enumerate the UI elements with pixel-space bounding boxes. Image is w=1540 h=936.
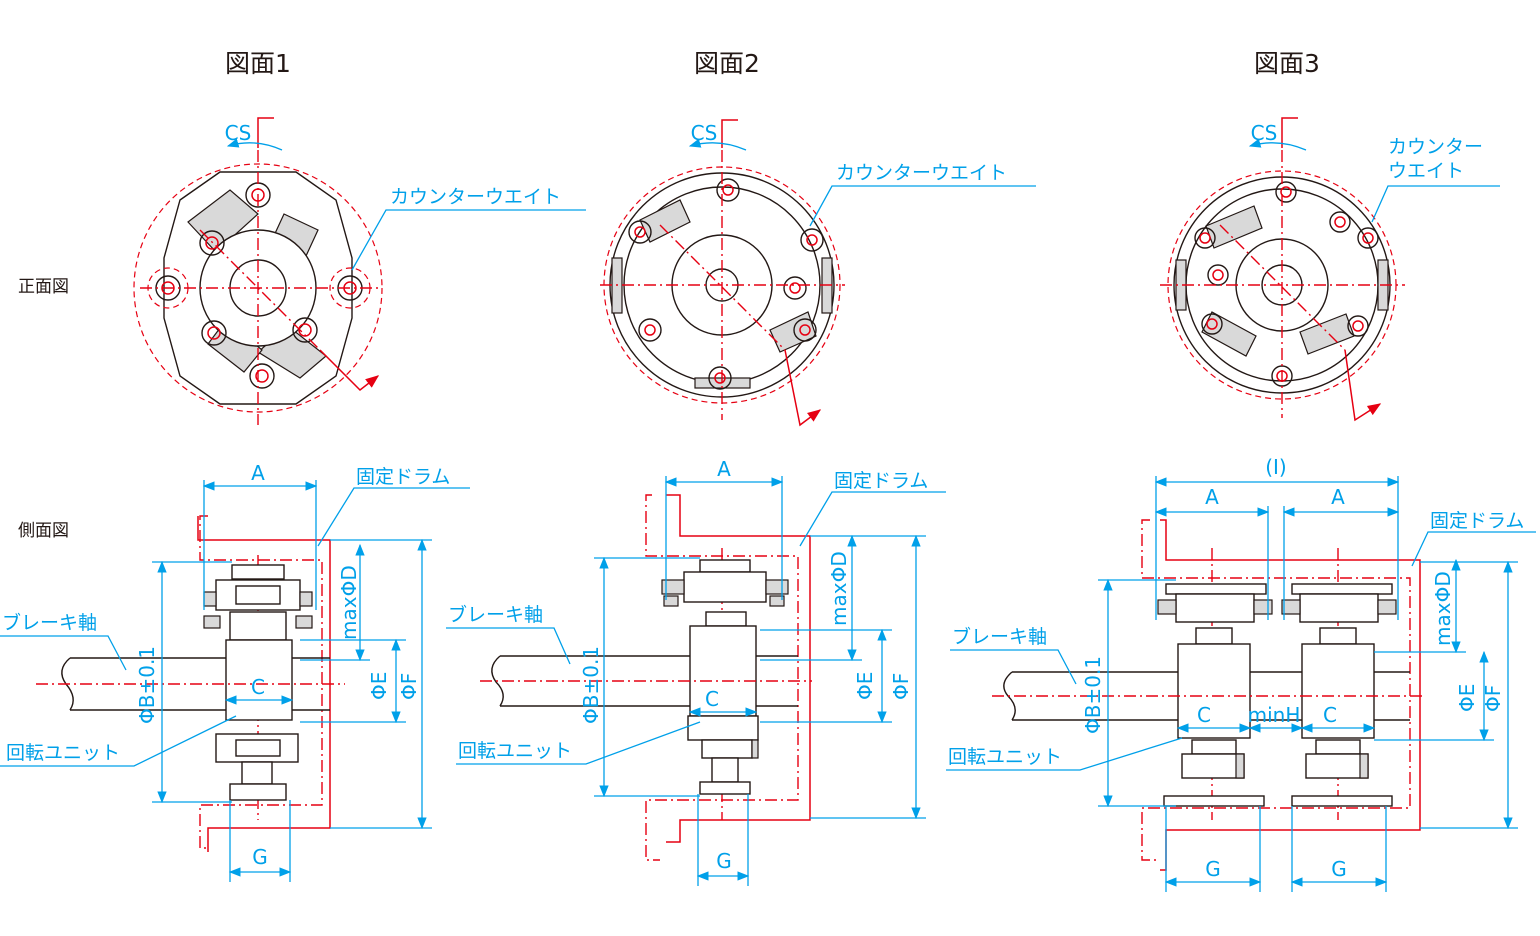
brake-shaft-label-2: ブレーキ軸 bbox=[448, 603, 543, 626]
dim-max-d-3: maxΦD bbox=[1431, 571, 1455, 646]
dim-b-2: ΦB±0.1 bbox=[579, 646, 603, 724]
counterweight-label-3-line2: ウエイト bbox=[1388, 160, 1464, 182]
counterweight-label-3-line1: カウンター bbox=[1388, 136, 1483, 158]
dim-min-h-3: minH bbox=[1248, 703, 1301, 727]
dim-c-3b: C bbox=[1323, 703, 1337, 727]
dim-g-3a: G bbox=[1205, 857, 1221, 881]
side-view-2: A 固定ドラム maxΦD ΦE ΦF ΦB±0.1 C G ブレーキ軸 回転ユ… bbox=[446, 457, 946, 886]
title-drawing-1: 図面1 bbox=[225, 49, 291, 78]
counterweight-label-2: カウンターウエイト bbox=[836, 162, 1007, 184]
front-view-2: CS カウンターウエイト bbox=[600, 119, 1036, 427]
dim-a-2: A bbox=[717, 457, 731, 481]
cs-label-2: CS bbox=[691, 121, 718, 145]
dim-c-1: C bbox=[251, 675, 265, 699]
fixed-drum-label-1: 固定ドラム bbox=[356, 466, 450, 488]
dim-max-d-1: maxΦD bbox=[337, 565, 361, 640]
row-label-front-view: 正面図 bbox=[18, 277, 69, 297]
dim-c-3a: C bbox=[1197, 703, 1211, 727]
front-view-3: CS カウンター ウエイト bbox=[1160, 117, 1500, 422]
dim-c-2: C bbox=[705, 687, 719, 711]
dim-g-2: G bbox=[716, 849, 732, 873]
title-drawing-2: 図面2 bbox=[694, 49, 760, 78]
rotary-unit-label-3: 回転ユニット bbox=[948, 746, 1062, 768]
dim-e-3: ΦE bbox=[1455, 684, 1479, 712]
dim-g-3b: G bbox=[1331, 857, 1347, 881]
dim-max-d-2: maxΦD bbox=[827, 551, 851, 626]
cs-label-3: CS bbox=[1251, 121, 1278, 145]
title-drawing-3: 図面3 bbox=[1254, 49, 1320, 78]
rotary-unit-label-1: 回転ユニット bbox=[6, 742, 120, 764]
dim-a-3b: A bbox=[1331, 485, 1345, 509]
cs-label-1: CS bbox=[225, 121, 252, 145]
side-view-3: (I) A A 固定ドラム maxΦD ΦE ΦF ΦB±0.1 C minH … bbox=[946, 455, 1536, 892]
brake-shaft-label-3: ブレーキ軸 bbox=[952, 625, 1047, 648]
dim-a-3a: A bbox=[1205, 485, 1219, 509]
dim-g-1: G bbox=[252, 845, 268, 869]
dim-a-1: A bbox=[251, 461, 265, 485]
dim-i-3: (I) bbox=[1265, 455, 1287, 479]
dim-e-2: ΦE bbox=[853, 672, 877, 700]
dim-e-1: ΦE bbox=[367, 672, 391, 700]
dim-b-3: ΦB±0.1 bbox=[1081, 656, 1105, 734]
dim-f-3: ΦF bbox=[1481, 685, 1505, 712]
side-view-1: A 固定ドラム maxΦD ΦE ΦF ΦB±0.1 C G ブレーキ軸 回転ユ… bbox=[0, 461, 470, 882]
dim-f-2: ΦF bbox=[889, 673, 913, 700]
fixed-drum-label-2: 固定ドラム bbox=[834, 470, 928, 492]
rotary-unit-label-2: 回転ユニット bbox=[458, 740, 572, 762]
row-label-side-view: 側面図 bbox=[18, 521, 69, 541]
dim-f-1: ΦF bbox=[397, 673, 421, 700]
front-view-1: CS カウンターウエイト bbox=[133, 117, 586, 425]
counterweight-label-1: カウンターウエイト bbox=[390, 186, 561, 208]
brake-shaft-label-1: ブレーキ軸 bbox=[2, 611, 97, 634]
fixed-drum-label-3: 固定ドラム bbox=[1430, 510, 1524, 532]
dim-b-1: ΦB±0.1 bbox=[135, 646, 159, 724]
